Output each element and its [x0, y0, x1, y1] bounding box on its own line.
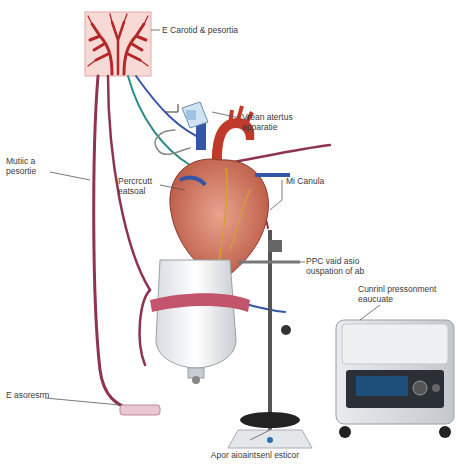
- callout-label: Percrcutt eatsoal: [118, 176, 162, 196]
- arterial-tree: [88, 14, 148, 74]
- oxygenator: [120, 260, 250, 415]
- callout-label: Apor aioaintsenl esticor: [210, 450, 300, 460]
- artery-panel: [85, 12, 151, 76]
- cannula-tubing: [94, 76, 330, 410]
- callout-label: Mi Canula: [286, 176, 346, 186]
- callout-label: Mutiic a pesortie: [6, 156, 54, 176]
- venous-device: [182, 102, 208, 128]
- iv-stand: [228, 230, 312, 448]
- callout-label: Vrean atertus apparatie: [242, 112, 312, 132]
- control-console: [336, 320, 454, 438]
- leader-line: [166, 104, 178, 112]
- leader-lines: [45, 30, 380, 440]
- callout-label: PPC vaid asio ouspation of ab: [306, 256, 386, 276]
- callout-label: E asoresrm: [6, 390, 66, 400]
- callout-label: Cunrinl pressonment eaucuate: [358, 284, 448, 304]
- callout-label: E Carotid & pesortia: [162, 25, 262, 35]
